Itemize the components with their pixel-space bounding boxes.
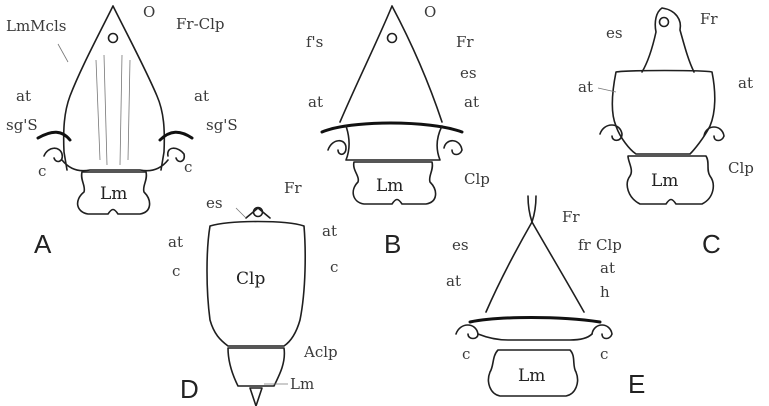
panel-e-label-at-right: at bbox=[600, 259, 615, 277]
panel-e-clypeus-triangle bbox=[486, 222, 584, 312]
panel-e-clypeal-base bbox=[478, 334, 592, 340]
panel-d-label-c-left: c bbox=[172, 262, 180, 280]
panel-d-label-c-right: c bbox=[330, 258, 338, 276]
panel-c-label-clp: Clp bbox=[728, 159, 754, 177]
panel-d-label-aclp: Aclp bbox=[303, 343, 338, 361]
panel-e: Fr fr es Clp at at h c c Lm E bbox=[446, 196, 645, 399]
panel-d-labrum bbox=[250, 388, 262, 406]
panel-d-leader-es bbox=[236, 208, 246, 218]
panel-d-label-at-right: at bbox=[322, 222, 337, 240]
panel-d-label-clp: Clp bbox=[236, 269, 265, 289]
panel-b-label-o: O bbox=[424, 3, 436, 21]
panel-a: LmMcls O Fr-Clp at at sg'S sg'S c c Lm A bbox=[6, 3, 238, 259]
panel-b-label-clp: Clp bbox=[464, 170, 490, 188]
panel-a-leader-lmmcls bbox=[58, 44, 68, 62]
panel-b-clypeus bbox=[346, 126, 442, 160]
panel-b-condyle-right bbox=[444, 141, 462, 155]
panel-d-anteclypeus bbox=[228, 348, 284, 386]
panel-b-label-es: es bbox=[460, 64, 477, 82]
panel-c-clypeus bbox=[612, 71, 715, 155]
panel-d: es Fr at at c c Clp Aclp Lm D bbox=[168, 179, 338, 406]
panel-b-label-fr: Fr bbox=[456, 33, 474, 51]
panel-e-label-c-right: c bbox=[600, 345, 608, 363]
panel-c-frons bbox=[642, 8, 694, 72]
panel-e-label-fr-lower: fr bbox=[578, 236, 592, 254]
panel-c-condyle-right bbox=[704, 127, 724, 141]
panel-a-label-sgs-left: sg'S bbox=[6, 116, 38, 134]
panel-a-frontoclypeus-outline bbox=[64, 6, 165, 170]
panel-a-label-sgs-right: sg'S bbox=[206, 116, 238, 134]
panel-c-label-lm: Lm bbox=[651, 171, 678, 191]
panel-e-label-h: h bbox=[600, 283, 610, 301]
panel-b-letter: B bbox=[384, 229, 401, 259]
panel-e-label-clp: Clp bbox=[596, 236, 622, 254]
panel-b: f's O Fr es at at Clp Lm B bbox=[306, 3, 490, 259]
panel-c-label-at-right: at bbox=[738, 74, 753, 92]
panel-a-condyle-right bbox=[168, 148, 185, 161]
panel-e-epistomal-sulcus bbox=[470, 318, 600, 323]
panel-a-label-c-right: c bbox=[184, 158, 192, 176]
panel-e-condyle-left bbox=[456, 325, 478, 339]
panel-c: es Fr at at Clp Lm C bbox=[578, 8, 754, 259]
panel-a-label-o: O bbox=[143, 3, 155, 21]
panel-a-muscle-lines bbox=[96, 55, 130, 165]
panel-a-label-lm: Lm bbox=[100, 184, 127, 204]
panel-a-label-at-left: at bbox=[16, 87, 31, 105]
panel-e-label-es: es bbox=[452, 236, 469, 254]
panel-c-label-fr: Fr bbox=[700, 10, 718, 28]
panel-b-condyle-left bbox=[328, 141, 346, 155]
panel-b-label-fs: f's bbox=[306, 33, 323, 51]
panel-b-frons-outline bbox=[340, 6, 442, 122]
panel-a-label-c-left: c bbox=[38, 162, 46, 180]
panel-d-label-lm: Lm bbox=[290, 375, 314, 393]
panel-e-frontal-process bbox=[528, 196, 536, 222]
panel-e-label-c-left: c bbox=[462, 345, 470, 363]
panel-d-label-fr: Fr bbox=[284, 179, 302, 197]
panel-e-label-lm: Lm bbox=[518, 366, 545, 386]
panel-c-label-es: es bbox=[606, 24, 623, 42]
panel-d-label-es: es bbox=[206, 194, 223, 212]
panel-a-clypeal-base bbox=[62, 160, 168, 171]
panel-e-letter: E bbox=[628, 369, 645, 399]
panel-c-letter: C bbox=[702, 229, 721, 259]
panel-c-ocellus bbox=[660, 18, 669, 27]
panel-a-ocellus bbox=[109, 34, 118, 43]
panel-b-label-lm: Lm bbox=[376, 176, 403, 196]
panel-b-label-at-left: at bbox=[308, 93, 323, 111]
panel-a-label-frclp: Fr-Clp bbox=[176, 15, 225, 33]
panel-a-label-at-right: at bbox=[194, 87, 209, 105]
panel-d-label-at-left: at bbox=[168, 233, 183, 251]
panel-e-condyle-right bbox=[592, 325, 612, 339]
panel-a-subgenal-sulcus-left bbox=[38, 132, 70, 140]
panel-e-label-at-left: at bbox=[446, 272, 461, 290]
panel-a-condyle-left bbox=[44, 148, 62, 161]
panel-a-letter: A bbox=[34, 229, 52, 259]
panel-c-label-at-left: at bbox=[578, 78, 593, 96]
panel-e-label-fr: Fr bbox=[562, 208, 580, 226]
panel-b-label-at-right: at bbox=[464, 93, 479, 111]
panel-d-letter: D bbox=[180, 374, 199, 404]
panel-a-label-lmmcls: LmMcls bbox=[6, 17, 66, 35]
panel-b-ocellus bbox=[388, 34, 397, 43]
